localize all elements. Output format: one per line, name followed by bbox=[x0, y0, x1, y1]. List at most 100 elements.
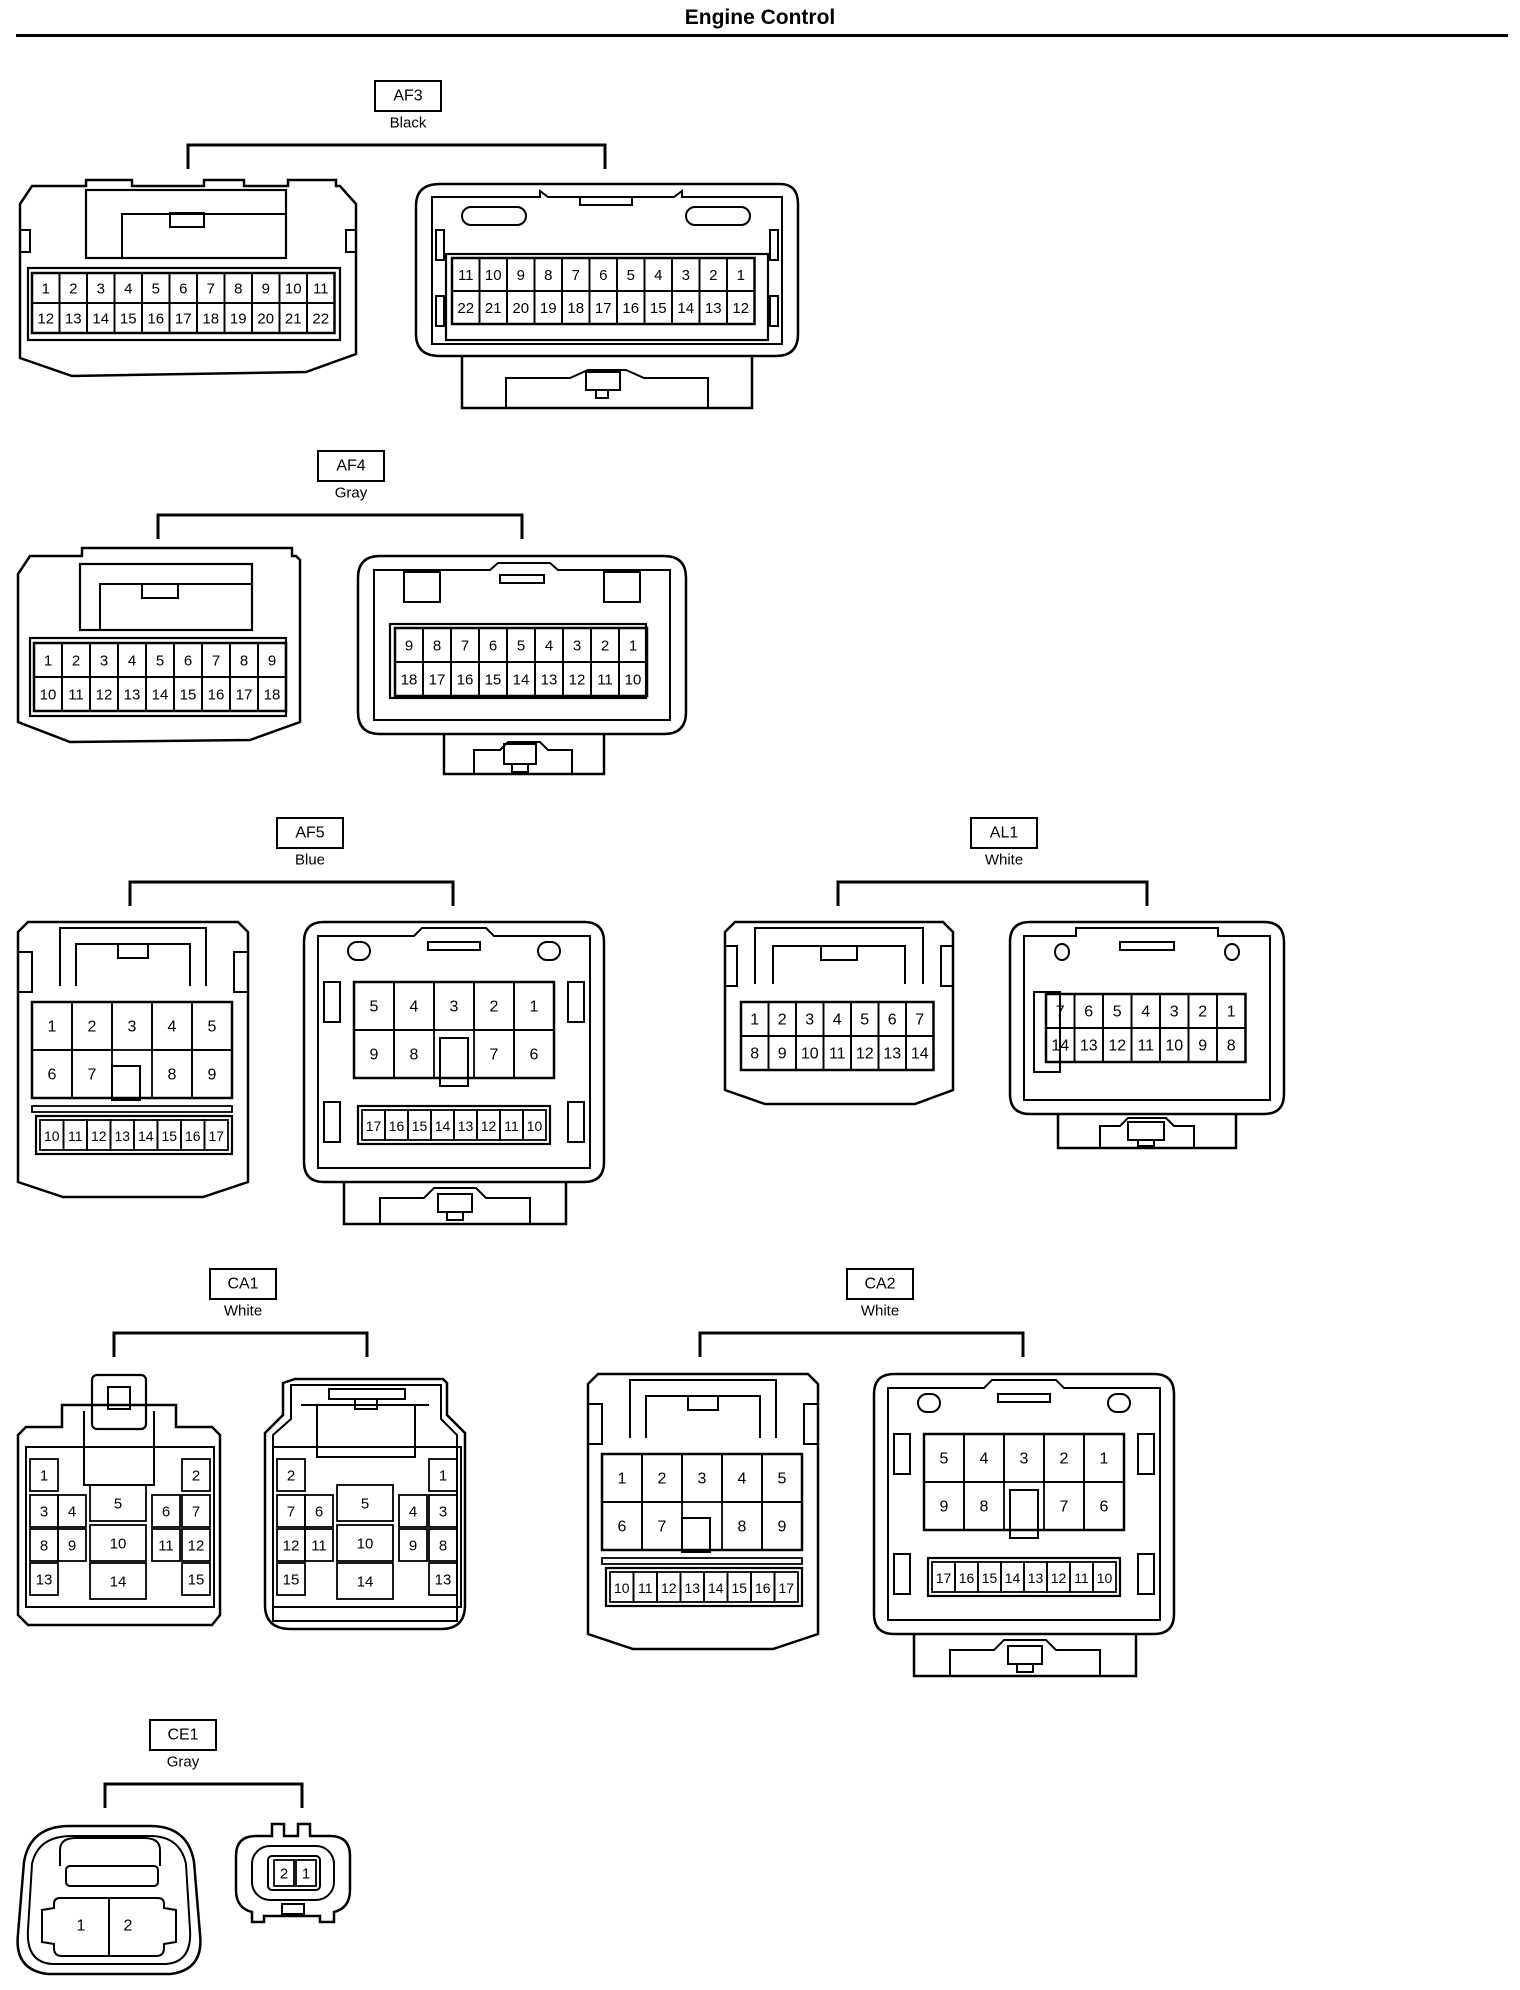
connector-id: AL1 bbox=[990, 825, 1019, 842]
pin-grid-border bbox=[600, 1452, 804, 1552]
pin-number: 12 bbox=[37, 311, 54, 328]
housing-outline bbox=[511, 763, 529, 773]
pin-number: 6 bbox=[179, 281, 187, 298]
pin-number: 1 bbox=[44, 653, 52, 670]
housing-outline bbox=[567, 1101, 585, 1143]
cavity-outline bbox=[25, 1446, 215, 1608]
pin-number: 14 bbox=[92, 311, 109, 328]
pin-number: 4 bbox=[124, 281, 132, 298]
pin-number: 16 bbox=[208, 687, 225, 704]
pin-cell bbox=[29, 1458, 59, 1492]
pin-number: 10 bbox=[625, 672, 642, 689]
housing-outline bbox=[460, 356, 754, 410]
connector-id-box bbox=[276, 817, 344, 849]
pin-number: 10 bbox=[110, 1536, 127, 1553]
pin-number: 1 bbox=[1100, 1451, 1109, 1468]
pin-number: 1 bbox=[48, 1019, 57, 1036]
pin-number: 20 bbox=[257, 311, 274, 328]
housing-outline bbox=[820, 945, 858, 961]
pin-number: 6 bbox=[1100, 1499, 1109, 1516]
pin-number: 17 bbox=[595, 300, 612, 317]
pin-number: 12 bbox=[283, 1538, 300, 1555]
pin-number: 22 bbox=[457, 300, 474, 317]
housing-outline bbox=[629, 1379, 777, 1438]
connector-id: AF3 bbox=[393, 88, 422, 105]
pin-number: 6 bbox=[48, 1067, 57, 1084]
housing-outline bbox=[169, 212, 205, 228]
pin-number: 10 bbox=[527, 1118, 543, 1134]
pin-number: 21 bbox=[285, 311, 302, 328]
pin-cell bbox=[522, 1109, 547, 1141]
pin-number: 17 bbox=[208, 1128, 224, 1144]
pin-number: 9 bbox=[778, 1046, 787, 1063]
pin-number: 1 bbox=[530, 999, 539, 1016]
pin-number: 13 bbox=[458, 1118, 474, 1134]
housing-outline bbox=[893, 1433, 911, 1475]
pin-cell bbox=[428, 1494, 458, 1528]
housing-outline bbox=[16, 920, 250, 1199]
pin-number: 5 bbox=[778, 1471, 787, 1488]
connector-color: Gray bbox=[167, 1754, 200, 1771]
pin-number: 3 bbox=[100, 653, 108, 670]
housing-outline bbox=[586, 1372, 820, 1651]
pin-number: 2 bbox=[709, 267, 717, 284]
housing-outline bbox=[1008, 920, 1286, 1116]
pin-number: 13 bbox=[1080, 1038, 1098, 1055]
housing-outline bbox=[1023, 927, 1271, 1101]
pin-number: 13 bbox=[114, 1128, 130, 1144]
pin-number: 2 bbox=[280, 1866, 288, 1883]
pin-number: 4 bbox=[654, 267, 662, 284]
pin-number: 5 bbox=[1113, 1004, 1122, 1021]
pin-number: 1 bbox=[618, 1471, 627, 1488]
pin-number: 11 bbox=[638, 1580, 653, 1596]
pin-number: 6 bbox=[184, 653, 192, 670]
pin-number: 15 bbox=[161, 1128, 177, 1144]
pin-number: 20 bbox=[512, 300, 529, 317]
pin-cell bbox=[276, 1458, 306, 1492]
pin-number: 10 bbox=[44, 1128, 60, 1144]
pin-number: 2 bbox=[778, 1012, 787, 1029]
housing-outline bbox=[59, 1837, 161, 1866]
housing-outline bbox=[328, 1388, 406, 1400]
housing-outline bbox=[121, 213, 286, 258]
housing-outline bbox=[403, 571, 441, 603]
pin-number: 3 bbox=[128, 1019, 137, 1036]
pin-number: 10 bbox=[485, 267, 502, 284]
pin-number: 15 bbox=[180, 687, 197, 704]
pin-number: 10 bbox=[357, 1536, 374, 1553]
housing-outline bbox=[379, 1187, 531, 1224]
housing-outline bbox=[1137, 1139, 1155, 1147]
housing-outline bbox=[1119, 941, 1175, 951]
connector-id-box bbox=[846, 1268, 914, 1300]
pin-number: 8 bbox=[1227, 1038, 1236, 1055]
pin-cell bbox=[89, 1524, 147, 1562]
housing-outline bbox=[997, 1393, 1051, 1403]
pin-number: 8 bbox=[738, 1519, 747, 1536]
connector-color: Blue bbox=[295, 852, 325, 869]
pin-number: 14 bbox=[138, 1128, 154, 1144]
pin-cell bbox=[336, 1562, 394, 1600]
pin-grid-border bbox=[34, 1114, 234, 1156]
pin-cell bbox=[89, 1562, 147, 1600]
pin-number: 2 bbox=[490, 999, 499, 1016]
pin-cell bbox=[428, 1528, 458, 1562]
pin-grid-border bbox=[356, 1104, 552, 1146]
pin-number: 19 bbox=[540, 300, 557, 317]
pin-number: 7 bbox=[88, 1067, 97, 1084]
connector-id: CA2 bbox=[864, 1276, 895, 1293]
pin-number: 4 bbox=[738, 1471, 747, 1488]
housing-outline bbox=[356, 554, 688, 736]
housing-outline bbox=[772, 945, 906, 984]
housing-outline bbox=[1137, 1553, 1155, 1595]
housing-outline bbox=[1056, 1114, 1238, 1150]
pin-number: 3 bbox=[450, 999, 459, 1016]
